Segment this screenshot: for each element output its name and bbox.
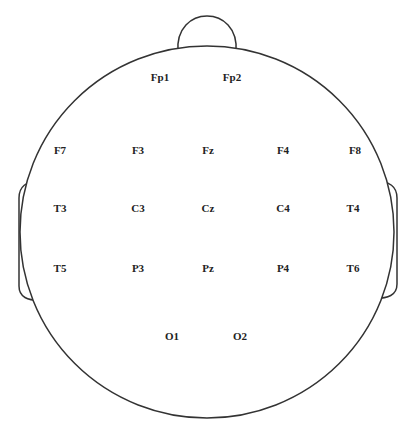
electrode-label: Fz: [202, 145, 214, 156]
electrode-label: F4: [277, 145, 289, 156]
electrode-label: F3: [132, 145, 144, 156]
electrode-label: P3: [132, 263, 144, 274]
electrode-label: Fp1: [151, 72, 169, 83]
electrode-label: Cz: [202, 203, 215, 214]
electrode-label: F7: [54, 145, 66, 156]
electrode-label: O2: [233, 331, 247, 342]
electrode-label: T3: [54, 203, 67, 214]
electrode-label: T5: [54, 263, 67, 274]
electrode-label: T6: [347, 263, 360, 274]
electrode-label: C3: [131, 203, 144, 214]
electrode-label: Pz: [202, 263, 214, 274]
head: [20, 46, 394, 418]
electrode-label: C4: [276, 203, 289, 214]
electrode-label: T4: [347, 203, 360, 214]
electrode-label: O1: [165, 331, 179, 342]
electrode-label: P4: [277, 263, 289, 274]
electrode-label: F8: [349, 145, 361, 156]
electrode-label: Fp2: [223, 72, 241, 83]
